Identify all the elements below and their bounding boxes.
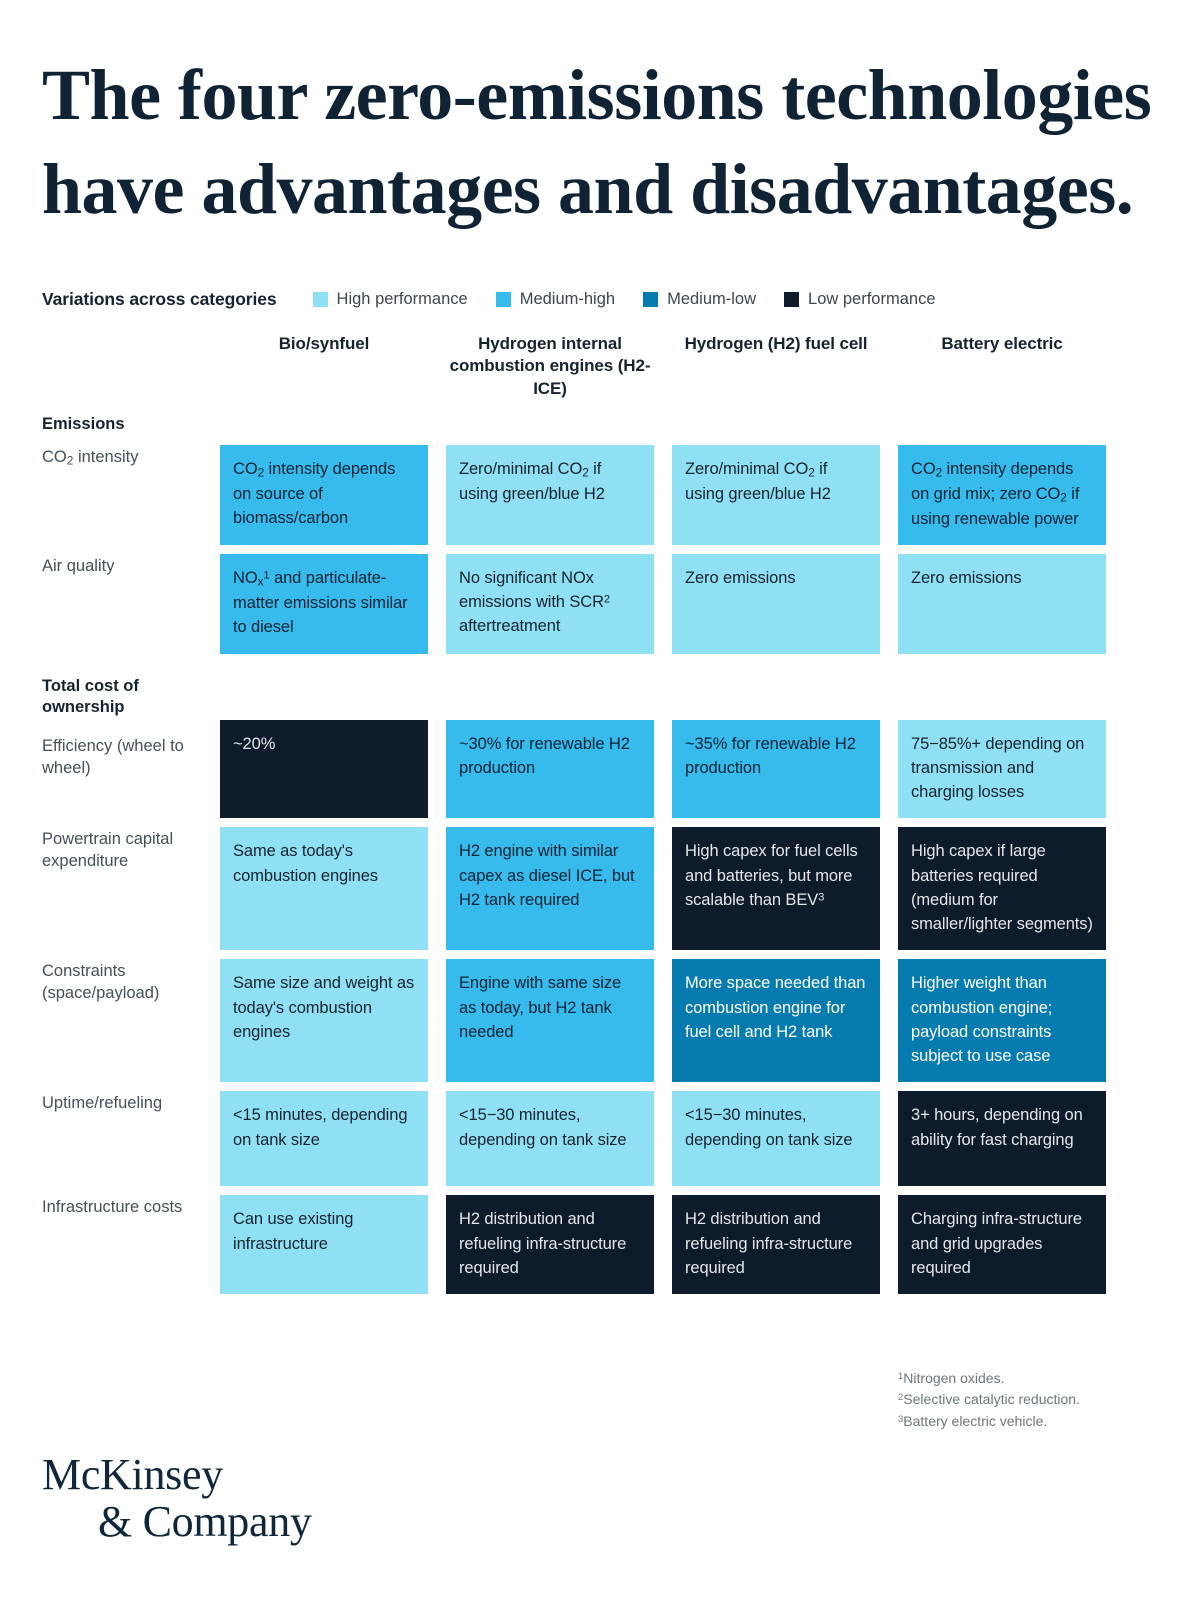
footnotes: 1Nitrogen oxides. 2Selective catalytic re…	[898, 1368, 1158, 1432]
matrix-row: Air quality NOx1 and particulate-matter e…	[42, 553, 1158, 654]
column-header-2: Hydrogen (H2) fuel cell	[684, 333, 868, 353]
section-label-emissions: Emissions	[42, 415, 125, 434]
logo-line-1: McKinsey	[42, 1450, 223, 1499]
legend-label-low: Low performance	[808, 290, 936, 309]
matrix-row: Infrastructure costs Can use existing inf…	[42, 1195, 1158, 1295]
page-title: The four zero-emissions technologies hav…	[42, 55, 1152, 230]
matrix-cell: CO2 intensity depends on grid mix; zero …	[898, 444, 1106, 545]
legend-item-medhigh: Medium-high	[495, 290, 616, 309]
matrix-cell: More space needed than combustion engine…	[672, 959, 880, 1083]
row-cells: NOx1 and particulate-matter emissions si…	[220, 553, 1158, 654]
legend-swatch-high	[312, 292, 328, 308]
matrix-cell: Higher weight than combustion engine; pa…	[898, 959, 1106, 1083]
column-header-0: Bio/synfuel	[278, 333, 370, 353]
matrix-cell: Zero/minimal CO2 if using green/blue H2	[446, 444, 654, 545]
matrix-row: CO2 intensity CO2 intensity depends on so…	[42, 444, 1158, 545]
matrix-row: Efficiency (wheel to wheel) ~20%~30% for …	[42, 719, 1158, 819]
matrix-cell: High capex if large batteries required (…	[898, 827, 1106, 951]
matrix-cell: 3+ hours, depending on ability for fast …	[898, 1091, 1106, 1187]
row-label: CO2 intensity	[42, 447, 139, 468]
row-label: Infrastructure costs	[42, 1198, 183, 1217]
mckinsey-logo: McKinsey & Company	[42, 1450, 312, 1546]
legend-item-medlow: Medium-low	[643, 290, 756, 309]
column-headers: Bio/synfuel Hydrogen internal combustion …	[220, 333, 1158, 401]
row-cells: CO2 intensity depends on source of bioma…	[220, 444, 1158, 545]
legend-title: Variations across categories	[42, 289, 277, 310]
matrix-row: Powertrain capital expenditure Same as to…	[42, 827, 1158, 951]
column-header-1: Hydrogen internal combustion engines (H2…	[449, 333, 651, 398]
footnote-2: 2Selective catalytic reduction.	[898, 1391, 1080, 1408]
row-cells: Same size and weight as today's combusti…	[220, 959, 1158, 1083]
legend-label-high: High performance	[336, 290, 468, 309]
matrix-cell: H2 distribution and refueling infra-stru…	[672, 1195, 880, 1295]
matrix-cell: NOx1 and particulate-matter emissions si…	[220, 553, 428, 654]
row-cells: <15 minutes, depending on tank size<15−3…	[220, 1091, 1158, 1187]
legend-swatch-medlow	[643, 292, 659, 308]
row-label: Efficiency (wheel to wheel)	[42, 736, 184, 777]
legend-item-high: High performance	[312, 290, 468, 309]
logo-line-2: & Company	[98, 1496, 312, 1546]
matrix-cell: 75−85%+ depending on transmission and ch…	[898, 719, 1106, 819]
rows-emissions: CO2 intensity CO2 intensity depends on so…	[42, 444, 1158, 654]
matrix-cell: Same size and weight as today's combusti…	[220, 959, 428, 1083]
legend-item-low: Low performance	[784, 290, 936, 309]
matrix-cell: ~30% for renewable H2 production	[446, 719, 654, 819]
comparison-matrix: Bio/synfuel Hydrogen internal combustion …	[42, 333, 1158, 1295]
legend: Variations across categories High perfor…	[42, 289, 1158, 311]
row-label: Powertrain capital expenditure	[42, 830, 174, 871]
matrix-cell: H2 engine with similar capex as diesel I…	[446, 827, 654, 951]
matrix-cell: Zero emissions	[672, 553, 880, 654]
row-cells: ~20%~30% for renewable H2 production~35%…	[220, 719, 1158, 819]
footnote-1: 1Nitrogen oxides.	[898, 1370, 1005, 1386]
matrix-cell: Zero emissions	[898, 553, 1106, 654]
footnote-3: 3Battery electric vehicle.	[898, 1412, 1048, 1429]
matrix-cell: ~20%	[220, 719, 428, 819]
matrix-cell: No significant NOx emissions with SCR2 a…	[446, 553, 654, 654]
legend-swatch-low	[784, 292, 800, 308]
matrix-row: Constraints (space/payload) Same size and…	[42, 959, 1158, 1083]
matrix-cell: Zero/minimal CO2 if using green/blue H2	[672, 444, 880, 545]
matrix-cell: CO2 intensity depends on source of bioma…	[220, 444, 428, 545]
legend-swatch-medhigh	[495, 292, 511, 308]
matrix-cell: <15 minutes, depending on tank size	[220, 1091, 428, 1187]
matrix-cell: Engine with same size as today, but H2 t…	[446, 959, 654, 1083]
matrix-cell: Same as today's combustion engines	[220, 827, 428, 951]
row-label: Air quality	[42, 556, 115, 575]
legend-label-medhigh: Medium-high	[519, 290, 616, 309]
matrix-cell: ~35% for renewable H2 production	[672, 719, 880, 819]
matrix-cell: Charging infra-structure and grid upgrad…	[898, 1195, 1106, 1295]
rows-total-cost-of-ownership: Efficiency (wheel to wheel) ~20%~30% for …	[42, 719, 1158, 1295]
matrix-cell: <15−30 minutes, depending on tank size	[672, 1091, 880, 1187]
row-label: Uptime/refueling	[42, 1094, 163, 1113]
matrix-cell: <15−30 minutes, depending on tank size	[446, 1091, 654, 1187]
matrix-row: Uptime/refueling <15 minutes, depending o…	[42, 1091, 1158, 1187]
matrix-cell: H2 distribution and refueling infra-stru…	[446, 1195, 654, 1295]
matrix-cell: High capex for fuel cells and batteries,…	[672, 827, 880, 951]
matrix-cell: Can use existing infrastructure	[220, 1195, 428, 1295]
legend-label-medlow: Medium-low	[667, 290, 757, 309]
row-label: Constraints (space/payload)	[42, 962, 160, 1003]
column-header-3: Battery electric	[941, 333, 1063, 353]
legend-items: High performance Medium-high Medium-low Low…	[312, 290, 936, 309]
